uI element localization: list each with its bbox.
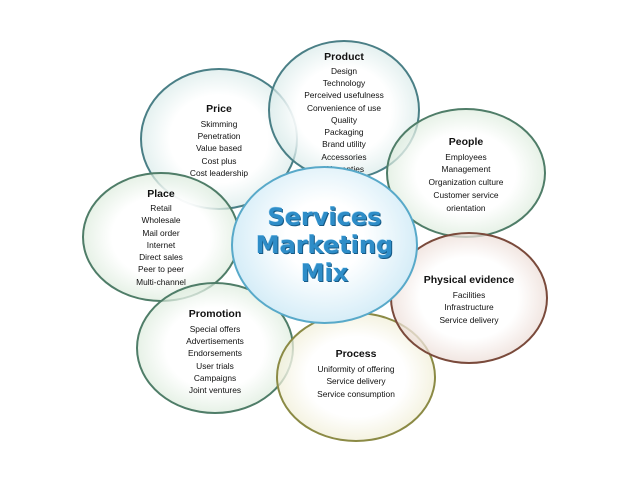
product-item: Technology bbox=[322, 77, 366, 88]
place-item: Retail bbox=[150, 202, 172, 213]
place-title: Place bbox=[147, 187, 175, 200]
product-item: Design bbox=[330, 65, 358, 76]
price-item: Value based bbox=[196, 143, 242, 154]
physical-evidence-item: Service delivery bbox=[439, 314, 499, 325]
promotion-item: User trials bbox=[196, 360, 234, 371]
product-title: Product bbox=[324, 50, 364, 63]
people-item: Customer service bbox=[433, 189, 499, 200]
price-item: Cost plus bbox=[201, 155, 237, 166]
price-item: Penetration bbox=[197, 131, 241, 142]
promotion-item: Advertisements bbox=[186, 335, 244, 346]
product-item: Packaging bbox=[324, 127, 364, 138]
promotion-item: Endorsements bbox=[188, 348, 242, 359]
physical-evidence-title: Physical evidence bbox=[423, 274, 515, 287]
center-circle: Services Marketing Mix bbox=[231, 166, 418, 324]
process-item: Service delivery bbox=[326, 376, 386, 387]
place-item: Wholesale bbox=[141, 215, 181, 226]
price-item: Skimming bbox=[200, 118, 238, 129]
place-item: Peer to peer bbox=[137, 264, 185, 275]
place-item: Internet bbox=[146, 239, 176, 250]
physical-evidence-item: Infrastructure bbox=[444, 302, 494, 313]
product-item: Quality bbox=[330, 114, 358, 125]
people-item: Employees bbox=[445, 151, 487, 162]
physical-evidence-item: Facilities bbox=[452, 290, 486, 301]
process-item: Service consumption bbox=[317, 388, 395, 399]
promotion-item: Campaigns bbox=[193, 372, 237, 383]
promotion-item: Joint ventures bbox=[188, 385, 242, 396]
place-item: Mail order bbox=[142, 227, 180, 238]
people-item: Organization culture bbox=[428, 177, 504, 188]
center-title-line-3: Mix bbox=[300, 259, 349, 287]
center-title-line-1: Services bbox=[267, 203, 382, 231]
people-title: People bbox=[448, 135, 484, 148]
center-title-line-2: Marketing bbox=[255, 231, 394, 259]
price-title: Price bbox=[206, 102, 232, 115]
place-item: Direct sales bbox=[139, 252, 183, 263]
product-item: Perceived usefulness bbox=[304, 90, 384, 101]
promotion-title: Promotion bbox=[188, 307, 242, 320]
promotion-item: Special offers bbox=[189, 323, 241, 334]
people-item: orientation bbox=[446, 202, 486, 213]
product-item: Brand utility bbox=[322, 139, 366, 150]
product-item: Convenience of use bbox=[306, 102, 381, 113]
process-title: Process bbox=[335, 348, 377, 361]
price-item: Cost leadership bbox=[189, 167, 249, 178]
product-item: Accessories bbox=[321, 151, 367, 162]
people-item: Management bbox=[441, 164, 491, 175]
place-item: Multi-channel bbox=[136, 276, 186, 287]
process-item: Uniformity of offering bbox=[317, 364, 395, 375]
